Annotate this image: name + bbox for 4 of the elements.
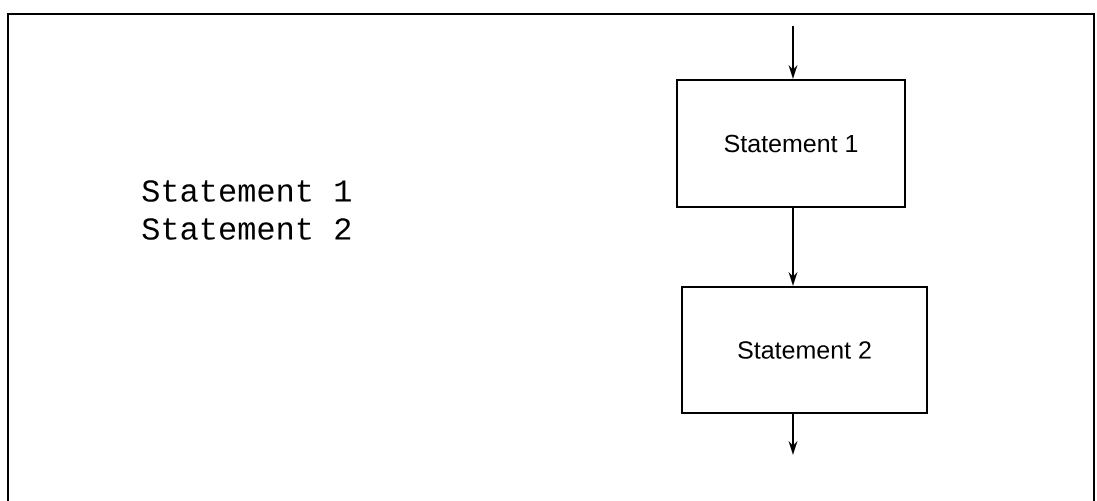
process-box: Statement 2 bbox=[681, 286, 928, 414]
code-line: Statement 1 bbox=[142, 180, 351, 202]
process-box: Statement 1 bbox=[676, 79, 906, 208]
code-line: Statement 2 bbox=[142, 218, 351, 240]
